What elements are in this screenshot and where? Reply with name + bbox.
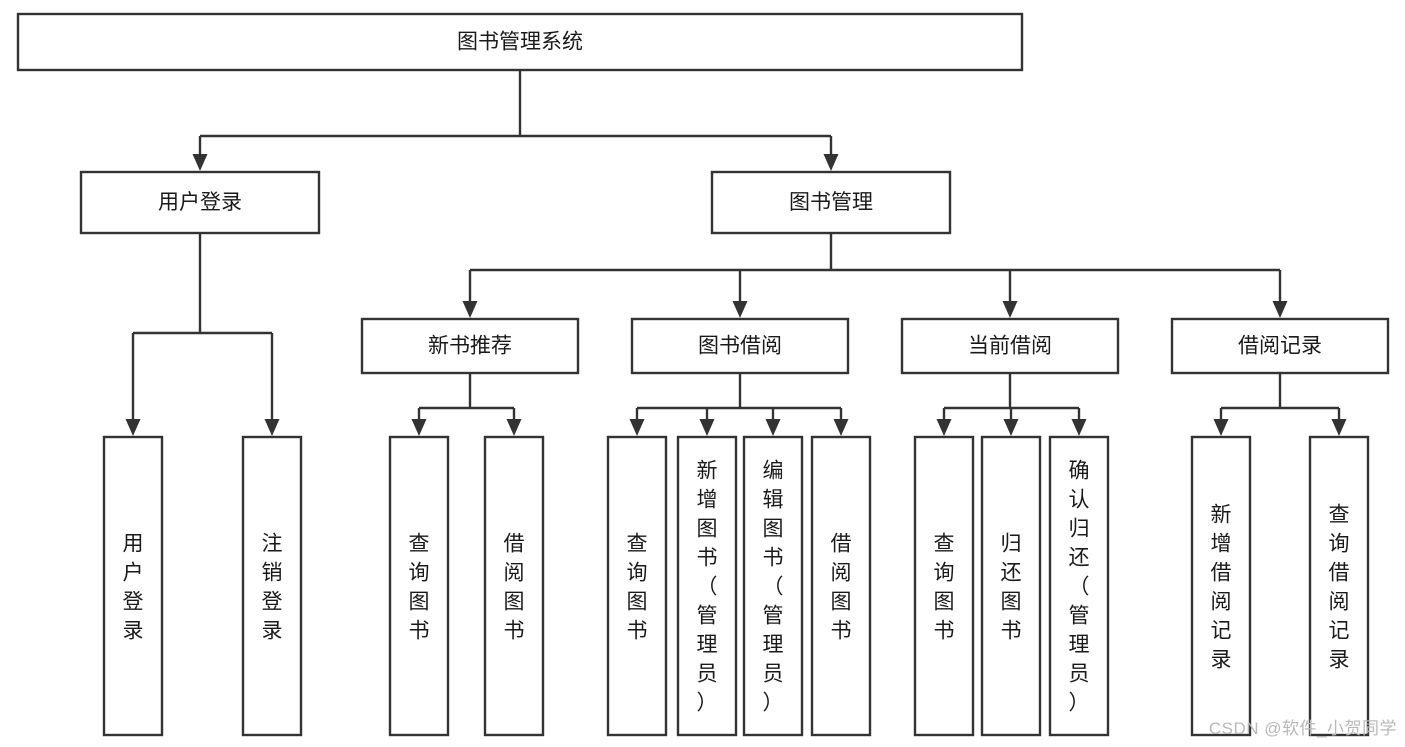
node-book-borrow[interactable]: 图书借阅 bbox=[630, 317, 850, 375]
node-label-leaf-borrow-book: 借阅图书 bbox=[831, 533, 852, 643]
node-box-current-borrow[interactable] bbox=[900, 317, 1120, 375]
node-box-leaf-query-book-borrow[interactable] bbox=[606, 435, 668, 737]
node-label-user-login: 用户登录 bbox=[158, 191, 242, 214]
node-label-leaf-query-book-current: 查询图书 bbox=[934, 533, 955, 643]
node-borrow-record[interactable]: 借阅记录 bbox=[1170, 317, 1390, 375]
node-current-borrow[interactable]: 当前借阅 bbox=[900, 317, 1120, 375]
node-leaf-borrow-book[interactable]: 借阅图书 bbox=[810, 435, 872, 737]
node-label-new-book-recommend: 新书推荐 bbox=[428, 335, 512, 358]
node-leaf-query-borrow-record[interactable]: 查询借阅记录 bbox=[1308, 435, 1370, 737]
node-label-root: 图书管理系统 bbox=[457, 31, 583, 54]
node-box-leaf-logout[interactable] bbox=[241, 435, 303, 737]
node-box-leaf-query-borrow-record[interactable] bbox=[1308, 435, 1370, 737]
node-box-leaf-query-book-rec[interactable] bbox=[388, 435, 450, 737]
node-box-leaf-add-borrow-record[interactable] bbox=[1190, 435, 1252, 737]
node-user-login[interactable]: 用户登录 bbox=[79, 170, 321, 235]
node-leaf-edit-book[interactable]: 编辑图书（管理员） bbox=[742, 435, 804, 737]
node-label-leaf-borrow-book-rec: 借阅图书 bbox=[504, 533, 525, 643]
node-box-leaf-add-book[interactable] bbox=[676, 435, 738, 737]
node-box-leaf-query-book-current[interactable] bbox=[913, 435, 975, 737]
node-label-leaf-user-login: 用户登录 bbox=[123, 533, 144, 643]
node-box-leaf-return-book[interactable] bbox=[980, 435, 1042, 737]
node-box-leaf-borrow-book[interactable] bbox=[810, 435, 872, 737]
node-layer: 图书管理系统用户登录图书管理新书推荐图书借阅当前借阅借阅记录用户登录注销登录查询… bbox=[16, 12, 1390, 737]
node-label-leaf-query-book-rec: 查询图书 bbox=[409, 533, 430, 643]
node-leaf-add-book[interactable]: 新增图书（管理员） bbox=[676, 435, 738, 737]
node-label-leaf-query-book-borrow: 查询图书 bbox=[627, 533, 648, 643]
node-leaf-query-book-borrow[interactable]: 查询图书 bbox=[606, 435, 668, 737]
node-box-user-login[interactable] bbox=[79, 170, 321, 235]
node-root[interactable]: 图书管理系统 bbox=[16, 12, 1024, 72]
node-book-management[interactable]: 图书管理 bbox=[710, 170, 952, 235]
node-box-book-borrow[interactable] bbox=[630, 317, 850, 375]
node-box-leaf-borrow-book-rec[interactable] bbox=[483, 435, 545, 737]
node-leaf-borrow-book-rec[interactable]: 借阅图书 bbox=[483, 435, 545, 737]
node-box-book-management[interactable] bbox=[710, 170, 952, 235]
node-label-borrow-record: 借阅记录 bbox=[1238, 335, 1322, 358]
node-leaf-query-book-rec[interactable]: 查询图书 bbox=[388, 435, 450, 737]
node-leaf-add-borrow-record[interactable]: 新增借阅记录 bbox=[1190, 435, 1252, 737]
node-box-leaf-edit-book[interactable] bbox=[742, 435, 804, 737]
node-label-leaf-logout: 注销登录 bbox=[262, 533, 283, 643]
node-label-book-borrow: 图书借阅 bbox=[698, 335, 782, 358]
node-box-root[interactable] bbox=[16, 12, 1024, 72]
node-leaf-logout[interactable]: 注销登录 bbox=[241, 435, 303, 737]
node-label-current-borrow: 当前借阅 bbox=[968, 335, 1052, 358]
connector-layer bbox=[125, 70, 1347, 436]
node-label-leaf-add-book: 新增图书（管理员） bbox=[697, 460, 718, 715]
watermark-text: CSDN @软件_小贺同学 bbox=[1208, 719, 1397, 738]
node-label-leaf-query-borrow-record: 查询借阅记录 bbox=[1329, 504, 1350, 672]
node-leaf-query-book-current[interactable]: 查询图书 bbox=[913, 435, 975, 737]
node-leaf-user-login[interactable]: 用户登录 bbox=[102, 435, 164, 737]
node-box-new-book-recommend[interactable] bbox=[360, 317, 580, 375]
node-label-leaf-return-book: 归还图书 bbox=[1001, 533, 1022, 643]
node-label-book-management: 图书管理 bbox=[789, 191, 873, 214]
node-label-leaf-confirm-return: 确认归还（管理员） bbox=[1069, 460, 1090, 715]
node-box-leaf-confirm-return[interactable] bbox=[1048, 435, 1110, 737]
node-leaf-confirm-return[interactable]: 确认归还（管理员） bbox=[1048, 435, 1110, 737]
node-box-leaf-user-login[interactable] bbox=[102, 435, 164, 737]
node-label-leaf-edit-book: 编辑图书（管理员） bbox=[763, 460, 784, 715]
node-leaf-return-book[interactable]: 归还图书 bbox=[980, 435, 1042, 737]
node-new-book-recommend[interactable]: 新书推荐 bbox=[360, 317, 580, 375]
node-label-leaf-add-borrow-record: 新增借阅记录 bbox=[1211, 504, 1232, 672]
node-box-borrow-record[interactable] bbox=[1170, 317, 1390, 375]
